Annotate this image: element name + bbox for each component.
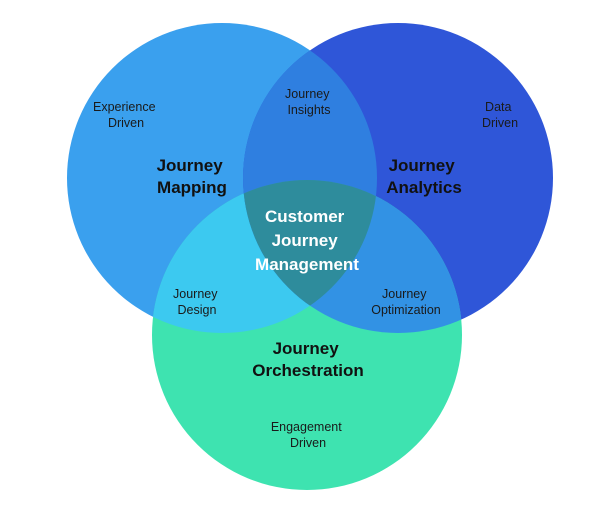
mapping-orchestration-overlap (152, 180, 377, 333)
analytics-orchestration-overlap (243, 180, 462, 333)
optimization-label: Journey Optimization (371, 287, 441, 317)
mapping-title: Journey Mapping (157, 156, 228, 197)
center-label: Customer Journey Management (255, 207, 359, 274)
insights-label: Journey Insights (285, 87, 333, 117)
analytics-driver-label: Data Driven (482, 100, 518, 130)
orchestration-title: Journey Orchestration (252, 339, 363, 380)
orchestration-driver-label: Engagement Driven (271, 420, 345, 450)
analytics-title: Journey Analytics (386, 156, 462, 197)
mapping-driver-label: Experience Driven (93, 100, 159, 130)
design-label: Journey Design (173, 287, 221, 317)
